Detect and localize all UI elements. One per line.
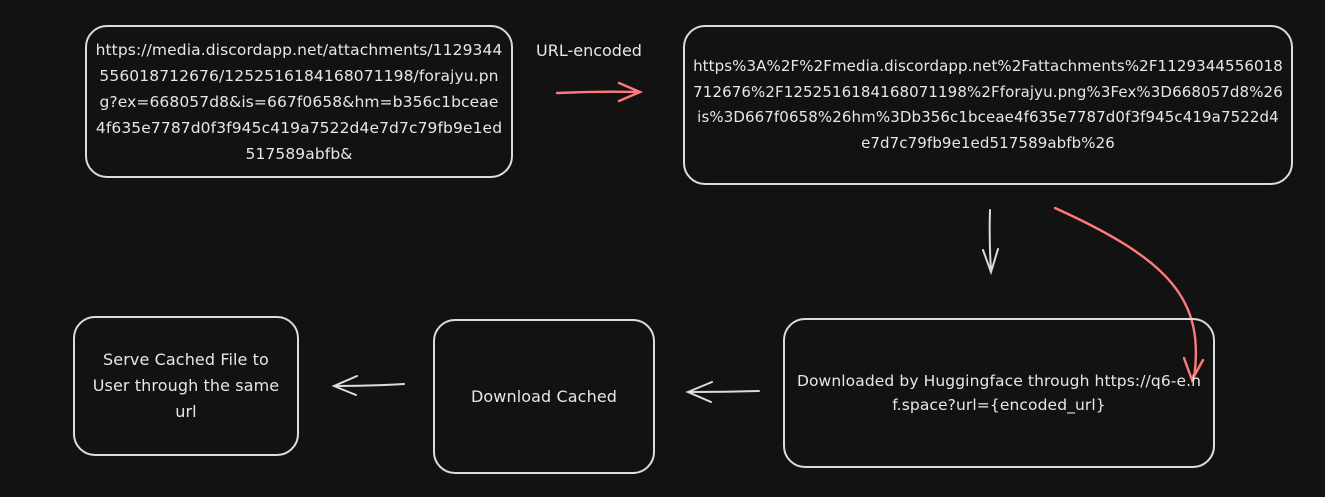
huggingface-download-text: Downloaded by Huggingface through https:… [796, 372, 1202, 414]
arrow-hf-to-download [685, 381, 760, 403]
download-cached-node: Download Cached [433, 319, 655, 474]
serve-cached-node: Serve Cached File to User through the sa… [73, 316, 299, 456]
huggingface-download-node: Downloaded by Huggingface through https:… [783, 318, 1215, 468]
download-cached-text: Download Cached [470, 386, 618, 406]
serve-cached-text: Serve Cached File to User through the sa… [92, 350, 280, 421]
arrow-url-encode [555, 81, 644, 103]
arrow-encoded-to-hf [982, 209, 999, 276]
arrow-encoded-to-hf-curve [1053, 206, 1205, 383]
url-encoded-label: URL-encoded [536, 41, 642, 60]
original-url-text: https://media.discordapp.net/attachments… [95, 40, 503, 163]
arrow-download-to-serve [331, 375, 405, 396]
original-url-node: https://media.discordapp.net/attachments… [85, 25, 513, 178]
encoded-url-text: https%3A%2F%2Fmedia.discordapp.net%2Fatt… [693, 57, 1283, 152]
encoded-url-node: https%3A%2F%2Fmedia.discordapp.net%2Fatt… [683, 25, 1293, 185]
